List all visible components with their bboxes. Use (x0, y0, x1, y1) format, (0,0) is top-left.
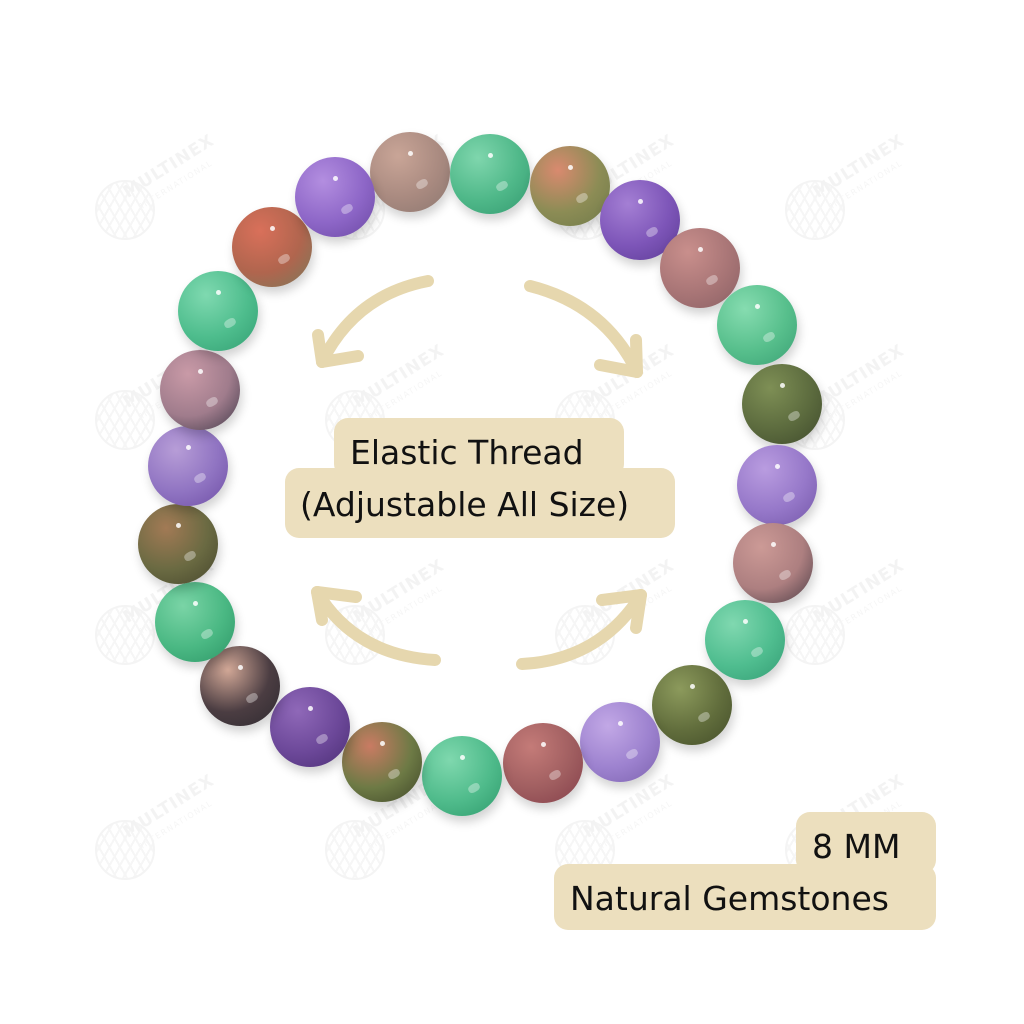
bead-amethyst (580, 702, 660, 782)
bead-green-aventurine (155, 582, 235, 662)
bead-rhodonite (733, 523, 813, 603)
bead-green-aventurine (422, 736, 502, 816)
curved-arrow-down-left-icon (312, 275, 434, 368)
bead-rhodonite (200, 646, 280, 726)
bead-green-aventurine (717, 285, 797, 365)
curved-arrow-up-right-icon (516, 589, 647, 670)
bead-amethyst (737, 445, 817, 525)
elastic-thread-label-bg-bottom (285, 468, 675, 538)
bead-rhodonite (660, 228, 740, 308)
bead-amethyst (148, 426, 228, 506)
bead-unakite (530, 146, 610, 226)
bead-rhodonite (160, 350, 240, 430)
bead-rhodonite (503, 723, 583, 803)
curved-arrow-down-right-icon (524, 280, 643, 378)
elastic-thread-line1: Elastic Thread (350, 433, 584, 472)
bead-unakite (342, 722, 422, 802)
gemstone-label-bg-top (796, 812, 936, 874)
bead-unakite (742, 364, 822, 444)
bead-unakite (232, 207, 312, 287)
gemstone-label-bg-bottom (554, 864, 936, 930)
bead-unakite (652, 665, 732, 745)
bead-amethyst (270, 687, 350, 767)
bead-green-aventurine (178, 271, 258, 351)
bead-rhodonite (370, 132, 450, 212)
bead-amethyst (295, 157, 375, 237)
gemstone-size-text: 8 MM (812, 827, 901, 866)
elastic-thread-line2: (Adjustable All Size) (300, 485, 630, 524)
curved-arrow-up-left-icon (311, 586, 441, 666)
gemstone-type-text: Natural Gemstones (570, 879, 889, 918)
bead-green-aventurine (705, 600, 785, 680)
bead-green-aventurine (450, 134, 530, 214)
bead-unakite (138, 504, 218, 584)
